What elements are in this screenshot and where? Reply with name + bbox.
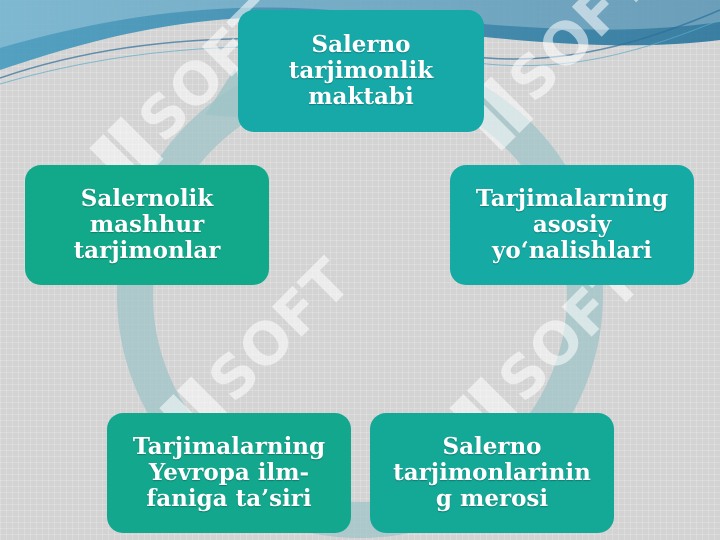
node-text-line: Salernolik	[80, 185, 214, 212]
header-wave-light	[0, 0, 720, 48]
node-text-line: maktabi	[308, 83, 414, 110]
node-text-line: Salerno	[442, 433, 542, 460]
node-text-line: yo‘nalishlari	[492, 237, 652, 264]
node-text-line: asosiy	[532, 211, 612, 238]
cycle-node-right: Tarjimalarning asosiy yo‘nalishlari	[450, 165, 694, 285]
node-text-line: Yevropa ilm-	[148, 459, 310, 486]
node-text-line: Tarjimalarning	[132, 433, 326, 460]
node-text-line: tarjimonlarinin	[393, 459, 591, 486]
node-text-line: tarjimonlik	[288, 57, 434, 84]
cycle-node-top: Salerno tarjimonlik maktabi	[238, 10, 484, 132]
cycle-node-bottom-right: Salerno tarjimonlarinin g merosi	[370, 413, 614, 533]
cycle-node-left: Salernolik mashhur tarjimonlar	[25, 165, 269, 285]
node-text-line: faniga ta’siri	[146, 485, 312, 512]
header-wave	[0, 0, 720, 70]
node-text-line: Tarjimalarning	[475, 185, 669, 212]
node-text-line: Salerno	[311, 31, 411, 58]
node-text-line: mashhur	[89, 211, 205, 238]
node-text-line: g merosi	[435, 485, 549, 512]
cycle-node-bottom-left: Tarjimalarning Yevropa ilm- faniga ta’si…	[107, 413, 351, 533]
node-text-line: tarjimonlar	[73, 237, 221, 264]
